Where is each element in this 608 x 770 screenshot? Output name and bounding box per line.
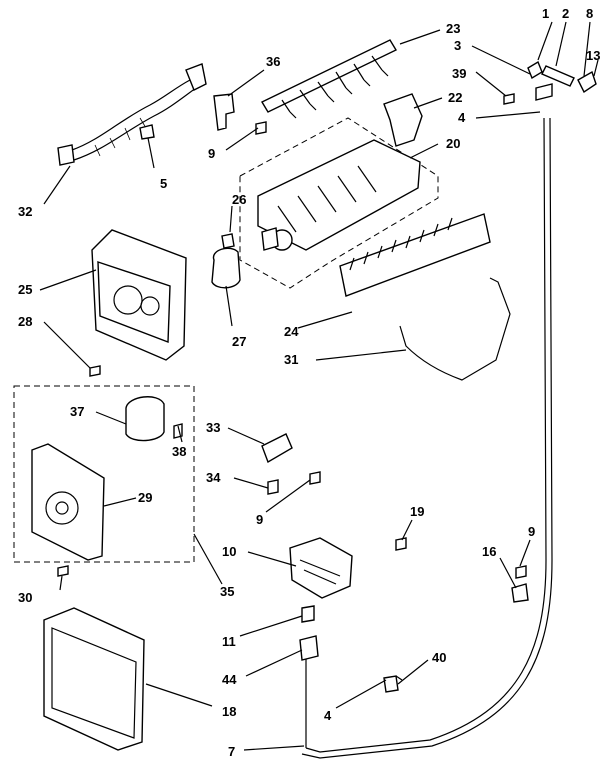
callout-9-right: 9 [528, 524, 535, 539]
callout-39: 39 [452, 66, 466, 81]
part-23-ejector [261, 39, 397, 119]
callout-35: 35 [220, 584, 234, 599]
callout-8: 8 [586, 6, 593, 21]
leader-lines [39, 21, 599, 751]
callout-23: 23 [446, 21, 460, 36]
callout-13: 13 [586, 48, 600, 63]
callout-30: 30 [18, 590, 32, 605]
part-29-module [31, 443, 105, 561]
callout-10: 10 [222, 544, 236, 559]
callout-25: 25 [18, 282, 32, 297]
callout-9-top: 9 [208, 146, 215, 161]
callout-20: 20 [446, 136, 460, 151]
callout-18: 18 [222, 704, 236, 719]
callout-5: 5 [160, 176, 167, 191]
callout-38: 38 [172, 444, 186, 459]
part-18-front-cover [43, 607, 145, 751]
callout-44: 44 [222, 672, 237, 687]
part-20-mold [239, 117, 439, 289]
callout-11: 11 [222, 634, 236, 649]
part-7-fill-tube [301, 117, 553, 759]
callout-labels: 1 2 8 3 13 39 4 23 22 20 36 9 5 32 26 25… [18, 6, 600, 759]
part-22-cover [383, 93, 423, 147]
part-33-bracket [261, 433, 293, 464]
callout-34: 34 [206, 470, 221, 485]
callout-4-bottom: 4 [324, 708, 332, 723]
part-31-arm [399, 277, 511, 381]
part-30-screw [57, 565, 69, 577]
callout-31: 31 [284, 352, 298, 367]
callout-33: 33 [206, 420, 220, 435]
callout-32: 32 [18, 204, 32, 219]
callout-37: 37 [70, 404, 84, 419]
callout-40: 40 [432, 650, 446, 665]
callout-28: 28 [18, 314, 32, 329]
callout-36: 36 [266, 54, 280, 69]
part-24-heater [339, 213, 491, 297]
callout-24: 24 [284, 324, 299, 339]
callout-2: 2 [562, 6, 569, 21]
inlet-fittings [503, 60, 597, 105]
part-5-clip [139, 124, 155, 140]
callout-22: 22 [448, 90, 462, 105]
callout-19: 19 [410, 504, 424, 519]
callout-1: 1 [542, 6, 549, 21]
callout-26: 26 [232, 192, 246, 207]
callout-29: 29 [138, 490, 152, 505]
part-36-bracket [213, 93, 235, 131]
part-37-motor [125, 396, 165, 442]
callout-9-mid: 9 [256, 512, 263, 527]
part-27-coupler [211, 233, 241, 289]
part-25-housing [91, 229, 187, 361]
part-28-screw [89, 365, 101, 377]
part-10-valve [289, 537, 353, 599]
part-32-wire-harness [57, 63, 207, 166]
callout-3: 3 [454, 38, 461, 53]
callout-27: 27 [232, 334, 246, 349]
part-35-module-box [13, 385, 195, 563]
callout-7: 7 [228, 744, 235, 759]
callout-4-top: 4 [458, 110, 466, 125]
callout-16: 16 [482, 544, 496, 559]
